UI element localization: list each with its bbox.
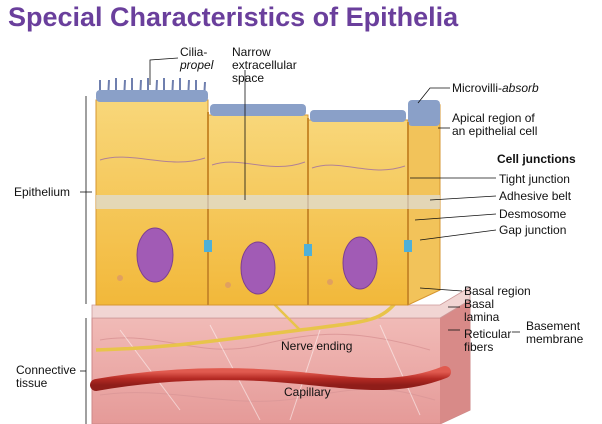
microvilli (96, 90, 440, 126)
capillary-label: Capillary (284, 385, 331, 399)
page-title: Special Characteristics of Epithelia (8, 2, 459, 32)
connective-tissue (91, 299, 471, 424)
epithelium-label: Epithelium (14, 185, 71, 199)
tight-junction-label: Tight junction (499, 172, 570, 186)
microvilli-label: Microvilli-absorb (452, 81, 539, 95)
adhesive-belt (96, 195, 440, 209)
adhesive-belt-label: Adhesive belt (499, 189, 572, 203)
gap-junction-label: Gap junction (499, 223, 567, 237)
cell-junctions-label: Cell junctions (497, 152, 576, 166)
nuclei (136, 227, 378, 295)
capillary (90, 366, 451, 391)
desmosome-label: Desmosome (499, 207, 567, 221)
basal-region-label: Basal region (464, 284, 531, 298)
cilia-label: Cilia-propel (180, 45, 214, 72)
basement-membrane (91, 286, 471, 319)
nerve-ending-label: Nerve ending (281, 339, 353, 353)
